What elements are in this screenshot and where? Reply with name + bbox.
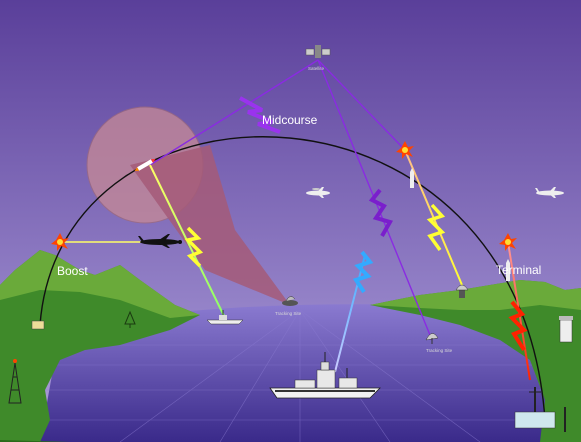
- beam-blue-cruiser: [334, 254, 366, 373]
- interceptor-icon: [506, 259, 510, 281]
- left-landmass-ridge: [0, 250, 200, 318]
- building-icon: [559, 316, 573, 343]
- right-landmass-ridge: [370, 280, 581, 310]
- sea-grid: [45, 309, 560, 442]
- awacs-aircraft-icon: [306, 187, 330, 198]
- aircraft-icon: [535, 187, 564, 198]
- launcher-icon: [514, 387, 566, 432]
- satellite-label: Satellite: [308, 66, 325, 71]
- bolt-purple-midcourse: [368, 188, 394, 237]
- missile-icon: [134, 159, 156, 171]
- bolt-purple-satellite: [239, 96, 281, 134]
- tracking-site-label-left: Tracking Site: [275, 311, 302, 316]
- phase-label-terminal: Terminal: [496, 263, 541, 277]
- satellite-icon: [305, 45, 331, 58]
- phase-label-midcourse: Midcourse: [262, 113, 318, 127]
- phase-label-boost: Boost: [57, 264, 88, 278]
- explosion-icon: [51, 233, 69, 251]
- building-icon: [31, 320, 45, 330]
- ship-icon: [206, 310, 244, 325]
- cruiser-icon: [269, 352, 381, 399]
- right-landmass: [370, 280, 581, 442]
- tracking-site-icon: [282, 296, 298, 306]
- radar-dish-icon: [455, 284, 469, 298]
- trajectory-arc: [39, 136, 546, 421]
- interceptor-icon: [410, 168, 414, 188]
- radar-dish-icon: [425, 333, 439, 344]
- radio-tower-icon: [8, 359, 22, 404]
- bolt-yellow-boost: [184, 226, 204, 268]
- bolt-yellow-terminal: [426, 203, 446, 252]
- sensor-coverage-fan: [130, 145, 290, 305]
- explosion-icon: [499, 233, 517, 251]
- tracking-site-label-right: Tracking Site: [426, 348, 453, 353]
- aircraft-icon: [138, 234, 182, 248]
- explosion-icon: [396, 141, 414, 159]
- tree-icon: [124, 310, 136, 328]
- bolt-blue: [352, 250, 374, 294]
- bolt-red: [508, 300, 528, 352]
